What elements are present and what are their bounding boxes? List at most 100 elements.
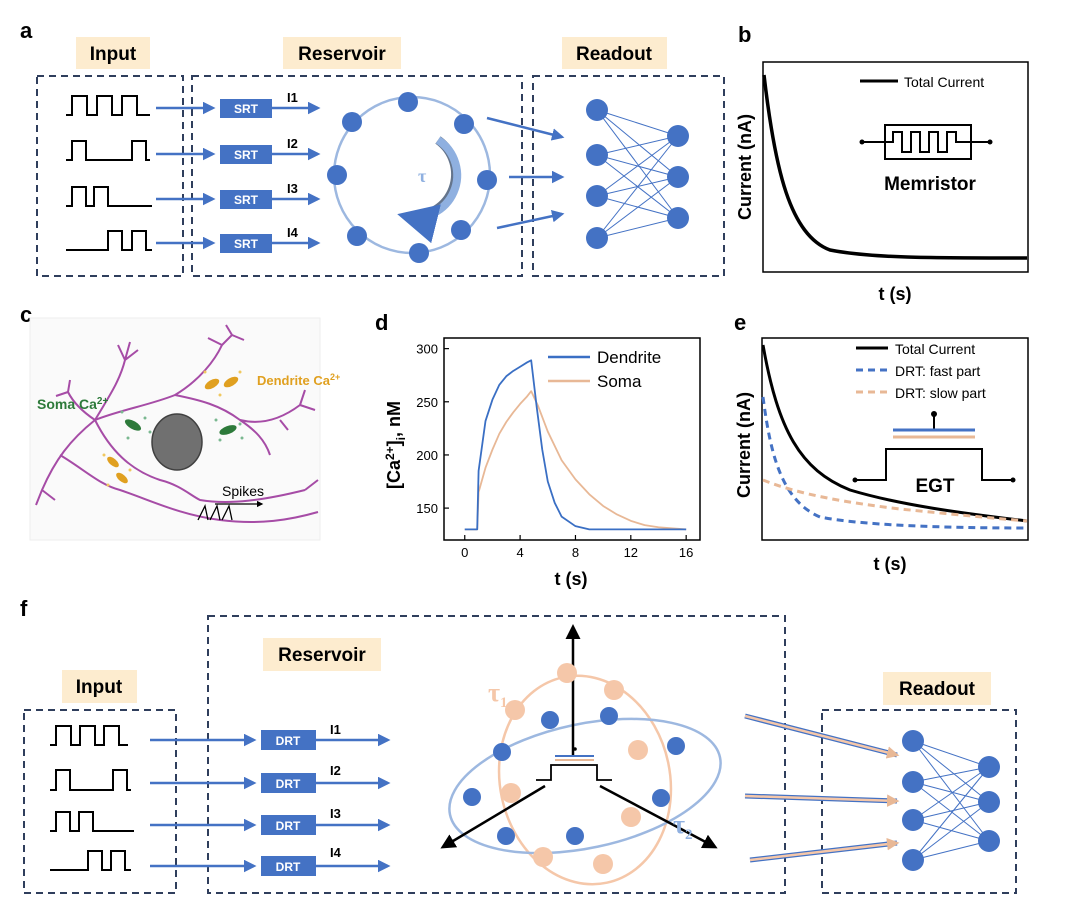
- readout-nodes: [902, 730, 1000, 871]
- panel-c: Soma Ca2+ Dendrite Ca2+ Spikes: [29, 317, 340, 541]
- svg-text:SRT: SRT: [234, 148, 259, 162]
- tau1-nodes: [501, 663, 648, 874]
- input-header: Input: [90, 44, 137, 65]
- reservoir-node: [621, 807, 641, 827]
- y-tick-label: 300: [416, 342, 438, 357]
- svg-text:SRT: SRT: [234, 102, 259, 116]
- readout-node: [902, 849, 924, 871]
- reservoir-node: [501, 783, 521, 803]
- readout-connections: [912, 740, 990, 861]
- readout-header: Readout: [899, 679, 976, 700]
- readout-header: Readout: [576, 44, 653, 65]
- reservoir-node: [493, 743, 511, 761]
- current-label: I3: [287, 181, 298, 196]
- pulse-train: [66, 140, 150, 161]
- egt-symbol: [536, 747, 612, 781]
- readout-node: [667, 166, 689, 188]
- total-current-curve: [762, 74, 1028, 260]
- y-axis-title: Current (nA): [734, 392, 754, 498]
- srt-block: SRT: [220, 145, 272, 164]
- input-box: [23, 709, 177, 894]
- device-label: Memristor: [884, 174, 976, 195]
- current-label: I2: [330, 763, 341, 778]
- reservoir-node: [454, 114, 474, 134]
- reservoir-node: [409, 243, 429, 263]
- device-label: EGT: [915, 476, 954, 497]
- x-tick-label: 0: [461, 545, 468, 560]
- reservoir-nodes: [327, 92, 497, 263]
- reservoir-box: [191, 75, 523, 277]
- current-label: I3: [330, 806, 341, 821]
- panel-d-label: d: [375, 310, 388, 335]
- output-arrow: [599, 784, 718, 849]
- pulse-train: [50, 725, 128, 746]
- readout-box: [532, 75, 725, 277]
- readout-node: [667, 125, 689, 147]
- readout-node: [902, 730, 924, 752]
- total-current-curve: [761, 344, 1028, 523]
- svg-text:DRT: DRT: [276, 860, 301, 874]
- y-tick-label: 200: [416, 448, 438, 463]
- panel-a: Input Reservoir Readout SRT SRT SRT SRT …: [36, 37, 725, 277]
- reservoir-node: [652, 789, 670, 807]
- legend-total: Total Current: [895, 341, 975, 357]
- x-tick-label: 4: [516, 545, 523, 560]
- plot-frame: [761, 337, 1029, 541]
- reservoir-node: [533, 847, 553, 867]
- dendrite-channel-icon: [102, 370, 242, 487]
- legend-dendrite: Dendrite: [597, 348, 661, 367]
- readout-connections: [596, 109, 679, 239]
- pulse-train: [50, 811, 134, 832]
- soma-channel-icon: [120, 410, 244, 442]
- reservoir-node: [347, 226, 367, 246]
- dendrite-ca-label: Dendrite Ca2+: [257, 372, 340, 388]
- fast-part-curve: [761, 396, 1028, 530]
- reservoir-header: Reservoir: [278, 645, 366, 666]
- panel-b: Total Current Memristor Current (nA) t (…: [735, 61, 1029, 304]
- nucleus: [151, 413, 203, 471]
- rotation-arrow: [397, 136, 462, 244]
- svg-text:DRT: DRT: [276, 734, 301, 748]
- pulse-train: [66, 95, 150, 116]
- y-axis-title: [Ca2+]i, nM: [383, 401, 408, 489]
- reservoir-node: [667, 737, 685, 755]
- reservoir-header: Reservoir: [298, 44, 386, 65]
- readout-box: [821, 709, 1017, 894]
- current-label: I2: [287, 136, 298, 151]
- reservoir-node: [600, 707, 618, 725]
- neuron-outline: [35, 324, 319, 523]
- current-label: I1: [330, 722, 341, 737]
- reservoir-node: [557, 663, 577, 683]
- input-header: Input: [76, 677, 123, 698]
- input-header-bg: [76, 37, 150, 69]
- legend-label: Total Current: [904, 74, 984, 90]
- panel-f: Input Reservoir Readout DRT DRT DRT DRT …: [23, 615, 1017, 894]
- reservoir-node: [497, 827, 515, 845]
- readout-input-arrows: [744, 713, 900, 863]
- readout-node: [902, 809, 924, 831]
- svg-text:SRT: SRT: [234, 193, 259, 207]
- egt-symbol: [852, 411, 1016, 483]
- arrow: [486, 116, 565, 141]
- panel-a-label: a: [20, 18, 33, 43]
- drt-block: DRT: [261, 856, 316, 876]
- y-tick-label: 250: [416, 395, 438, 410]
- reservoir-node: [327, 165, 347, 185]
- x-axis-title: t (s): [874, 554, 907, 574]
- srt-block: SRT: [220, 99, 272, 118]
- tau2-nodes: [463, 707, 685, 845]
- svg-text:DRT: DRT: [276, 777, 301, 791]
- y-tick-label: 150: [416, 501, 438, 516]
- x-tick-label: 16: [679, 545, 693, 560]
- soma-ca-label: Soma Ca2+: [37, 396, 108, 412]
- spike-icons: [197, 504, 233, 521]
- output-arrow: [440, 784, 546, 849]
- plot-frame: [443, 337, 701, 541]
- reservoir-node: [628, 740, 648, 760]
- readout-node: [586, 144, 608, 166]
- panel-e-label: e: [734, 310, 746, 335]
- input-header-bg: [62, 670, 137, 703]
- readout-nodes: [586, 99, 689, 249]
- panel-f-label: f: [20, 596, 28, 621]
